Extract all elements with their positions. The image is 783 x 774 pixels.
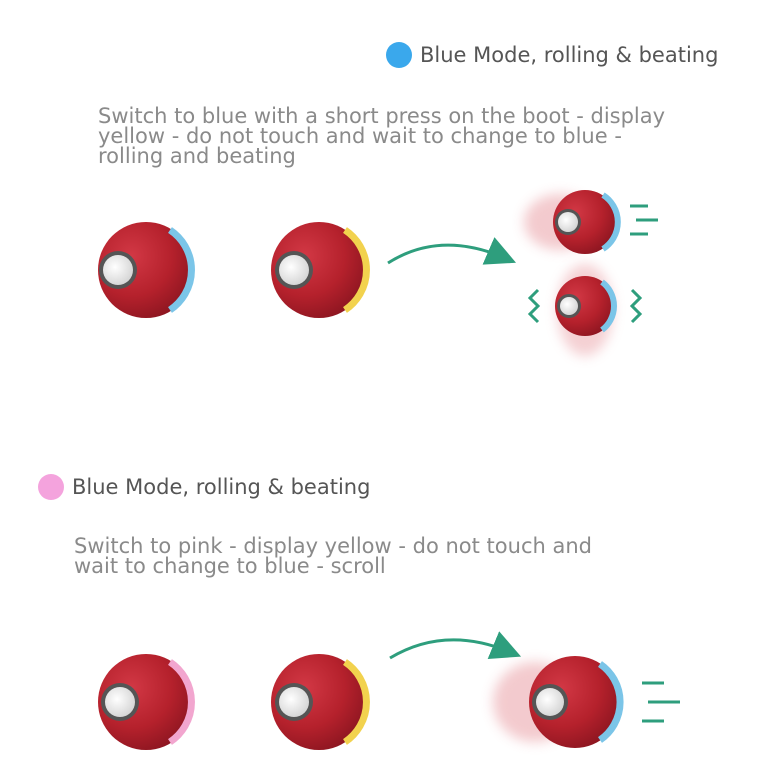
motion-lines-icon bbox=[642, 681, 680, 723]
ball-scrolling bbox=[493, 656, 624, 748]
blue-mode-description: Switch to blue with a short press on the… bbox=[98, 104, 666, 168]
ball-yellow-stripe bbox=[271, 222, 370, 318]
pink-mode-title: Blue Mode, rolling & beating bbox=[72, 475, 371, 499]
ball-pink-stripe bbox=[98, 654, 195, 750]
blue-dot-icon bbox=[386, 42, 412, 68]
vibration-left-icon bbox=[527, 288, 541, 324]
pink-mode-description: Switch to pink - display yellow - do not… bbox=[74, 534, 592, 578]
ball-yellow-stripe-2 bbox=[271, 654, 370, 750]
pink-dot-icon bbox=[38, 474, 64, 500]
desc-line: yellow - do not touch and wait to change… bbox=[98, 124, 622, 148]
ball-rolling bbox=[524, 190, 621, 254]
ball-blue-stripe bbox=[98, 222, 195, 318]
desc-line: wait to change to blue - scroll bbox=[74, 554, 386, 578]
blue-mode-title: Blue Mode, rolling & beating bbox=[420, 43, 719, 67]
desc-line: Switch to blue with a short press on the… bbox=[98, 104, 666, 128]
pink-mode-heading: Blue Mode, rolling & beating bbox=[38, 474, 370, 500]
arrow-icon bbox=[387, 237, 517, 265]
desc-line: Switch to pink - display yellow - do not… bbox=[74, 534, 592, 558]
ball-beating bbox=[555, 264, 617, 356]
motion-lines-icon bbox=[630, 204, 658, 236]
desc-line: rolling and beating bbox=[98, 144, 296, 168]
arrow-icon bbox=[389, 631, 522, 660]
vibration-right-icon bbox=[629, 288, 643, 324]
blue-mode-heading: Blue Mode, rolling & beating bbox=[386, 42, 718, 68]
